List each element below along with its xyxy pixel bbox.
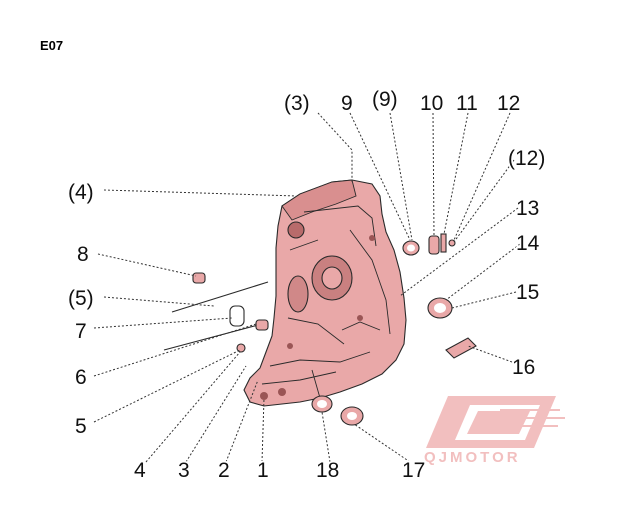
part-12-clip <box>448 239 456 247</box>
part-5-bolt-upper <box>171 281 269 313</box>
callout-15-right: 15 <box>516 281 539 304</box>
small-parts <box>163 233 477 426</box>
part-5-bolt-lower <box>163 323 263 351</box>
qjmotor-logo-icon: QJMOTOR <box>424 396 565 466</box>
watermark-text: QJMOTOR <box>424 449 521 466</box>
callout-18-bottom: 18 <box>316 459 339 482</box>
callout-6-left: 6 <box>75 366 87 389</box>
callout-17-bottom: 17 <box>402 459 425 482</box>
callout-13-right: 13 <box>516 197 539 220</box>
callout-10-top: 10 <box>420 92 443 115</box>
callout-4-paren-left: (4) <box>68 181 94 204</box>
callout-5-paren-left: (5) <box>68 287 94 310</box>
part-10-spacer <box>428 235 440 255</box>
callout-12-top: 12 <box>497 92 520 115</box>
part-8-dowel <box>192 272 206 284</box>
crankcase-cover <box>243 179 407 407</box>
leader-lines <box>93 112 521 463</box>
part-16-cover <box>445 337 477 359</box>
callout-3-bottom: 3 <box>178 459 190 482</box>
callout-3-paren-top: (3) <box>284 92 310 115</box>
callout-9-top: 9 <box>341 92 353 115</box>
callout-14-right: 14 <box>516 232 540 255</box>
part-11-shim <box>440 233 447 253</box>
callout-12-paren-right: (12) <box>508 147 545 170</box>
part-7-gasket <box>229 305 245 327</box>
callout-labels: (3) 9 (9) 10 11 12 (12) 13 14 15 16 (4) … <box>66 86 547 484</box>
callout-7-left: 7 <box>75 320 87 343</box>
callout-9-paren-top: (9) <box>372 88 398 111</box>
callout-2-bottom: 2 <box>218 459 230 482</box>
diagram-code: E07 <box>40 38 63 53</box>
part-6-dowel <box>255 319 269 331</box>
callout-4-bottom: 4 <box>134 459 146 482</box>
callout-11-top: 11 <box>456 92 478 115</box>
callout-5-left: 5 <box>75 415 87 438</box>
callout-16-right: 16 <box>512 356 535 379</box>
callout-8-left: 8 <box>77 243 89 266</box>
callout-1-bottom: 1 <box>257 459 269 482</box>
